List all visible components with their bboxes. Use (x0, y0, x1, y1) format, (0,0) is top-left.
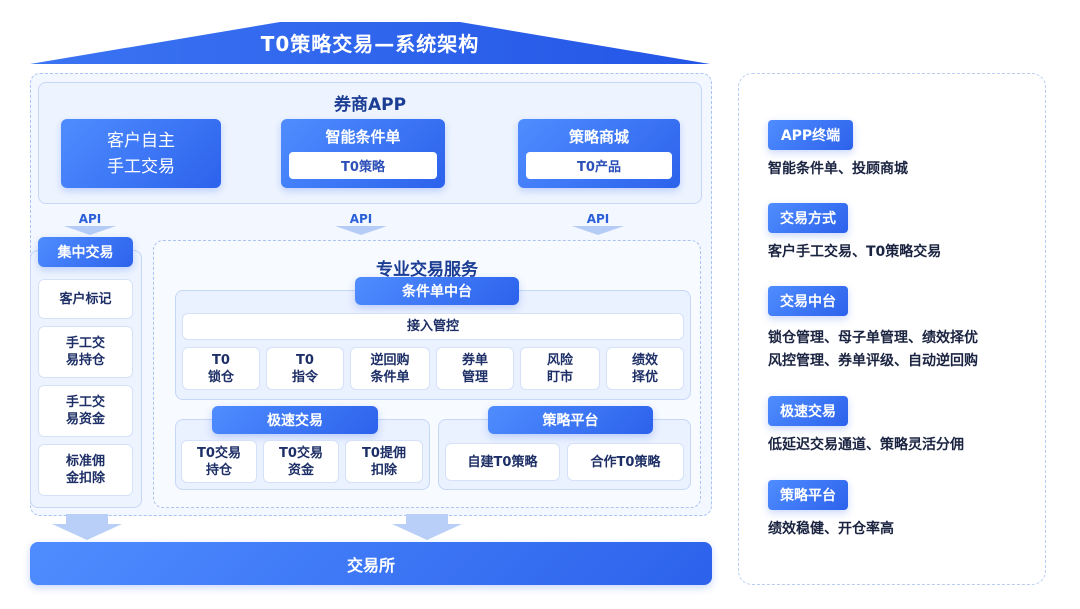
strategy-item-partner: 合作T0策略 (567, 443, 684, 481)
strategy-mall-sub: T0产品 (526, 152, 672, 179)
feature-text-fast-trading: 低延迟交易通道、策略灵活分佣 (768, 437, 964, 453)
down-arrow-icon (392, 514, 462, 540)
feature-text-middle-office-2: 风控管理、券单评级、自动逆回购 (768, 353, 978, 369)
api-arrow-2: API (329, 212, 393, 235)
feature-text-middle-office-1: 锁仓管理、母子单管理、绩效择优 (768, 330, 978, 346)
smart-order-sub: T0策略 (289, 152, 437, 179)
central-trading-title: 集中交易 (38, 237, 133, 267)
manual-trade-line-1: 客户自主 (107, 130, 175, 151)
api-label: API (349, 212, 373, 226)
feature-badge-app: APP终端 (768, 120, 853, 150)
central-item-commission: 标准佣金扣除 (38, 444, 133, 496)
api-label: API (586, 212, 610, 226)
module-performance: 绩效择优 (606, 347, 684, 390)
fast-item-line: T0交易 (279, 445, 323, 461)
roof-banner (30, 22, 710, 64)
down-arrow-icon (52, 514, 122, 540)
module-securities-mgmt: 券单管理 (436, 347, 514, 390)
module-line: 逆回购 (370, 352, 410, 368)
fast-item-commission: T0提佣扣除 (345, 440, 423, 483)
strategy-mall-title: 策略商城 (568, 127, 629, 146)
module-reverse-repo: 逆回购条件单 (350, 347, 430, 390)
central-item-line: 手工交 (65, 336, 105, 351)
pro-services-title: 专业交易服务 (376, 260, 478, 280)
module-line: 绩效 (631, 352, 658, 368)
fast-item-line: 持仓 (205, 462, 232, 478)
module-risk-monitor: 风险盯市 (520, 347, 600, 390)
module-line: 风险 (546, 352, 573, 368)
module-line: T0 (212, 352, 230, 368)
app-layer-title: 券商APP (333, 95, 407, 115)
module-line: 指令 (291, 369, 318, 385)
module-line: 盯市 (546, 369, 573, 385)
feature-text-app: 智能条件单、投顾商城 (768, 161, 908, 177)
manual-trade-line-2: 手工交易 (107, 156, 175, 177)
cond-order-title: 条件单中台 (355, 277, 519, 305)
central-item-line: 标准佣 (65, 454, 105, 469)
api-label: API (78, 212, 102, 226)
manual-trade-box: 客户自主 手工交易 (61, 119, 221, 188)
access-control-bar: 接入管控 (182, 313, 684, 340)
fast-item-line: T0提佣 (362, 445, 406, 461)
smart-order-box: 智能条件单 T0策略 (281, 119, 445, 188)
fast-item-line: 资金 (287, 462, 314, 478)
central-item-manual-funds: 手工交易资金 (38, 385, 133, 437)
smart-order-title: 智能条件单 (325, 127, 401, 146)
diagram-title: T0策略交易—系统架构 (260, 32, 480, 56)
module-line: 锁仓 (207, 369, 234, 385)
central-item-line: 金扣除 (65, 471, 105, 486)
feature-badge-strategy: 策略平台 (768, 480, 848, 510)
down-arrow-icon (335, 226, 387, 235)
central-item-line: 客户标记 (59, 291, 112, 307)
down-arrow-icon (64, 226, 116, 235)
api-arrow-3: API (566, 212, 630, 235)
strategy-item-self-built: 自建T0策略 (445, 443, 560, 481)
fast-item-line: 扣除 (370, 462, 397, 478)
central-item-manual-position: 手工交易持仓 (38, 326, 133, 378)
fast-item-position: T0交易持仓 (181, 440, 257, 483)
fast-trading-title: 极速交易 (212, 406, 378, 434)
feature-text-strategy: 绩效稳健、开仓率高 (768, 521, 894, 537)
central-item-client-tag: 客户标记 (38, 279, 133, 319)
exchange-bar: 交易所 (30, 542, 712, 585)
central-item-line: 易持仓 (65, 353, 105, 368)
module-line: 券单 (461, 352, 488, 368)
api-arrow-1: API (58, 212, 122, 235)
feature-badge-fast-trading: 极速交易 (768, 396, 848, 426)
strategy-platform-title: 策略平台 (488, 406, 653, 434)
down-arrow-icon (572, 226, 624, 235)
central-item-line: 手工交 (65, 395, 105, 410)
central-item-line: 易资金 (65, 412, 105, 427)
module-line: 管理 (461, 369, 488, 385)
feature-text-trade-mode: 客户手工交易、T0策略交易 (768, 244, 942, 260)
strategy-mall-box: 策略商城 T0产品 (518, 119, 680, 188)
fast-item-line: T0交易 (197, 445, 241, 461)
module-line: T0 (296, 352, 314, 368)
fast-item-funds: T0交易资金 (263, 440, 339, 483)
feature-badge-trade-mode: 交易方式 (768, 203, 848, 233)
feature-badge-middle-office: 交易中台 (768, 286, 848, 316)
module-line: 择优 (631, 369, 658, 385)
module-line: 条件单 (370, 369, 410, 385)
